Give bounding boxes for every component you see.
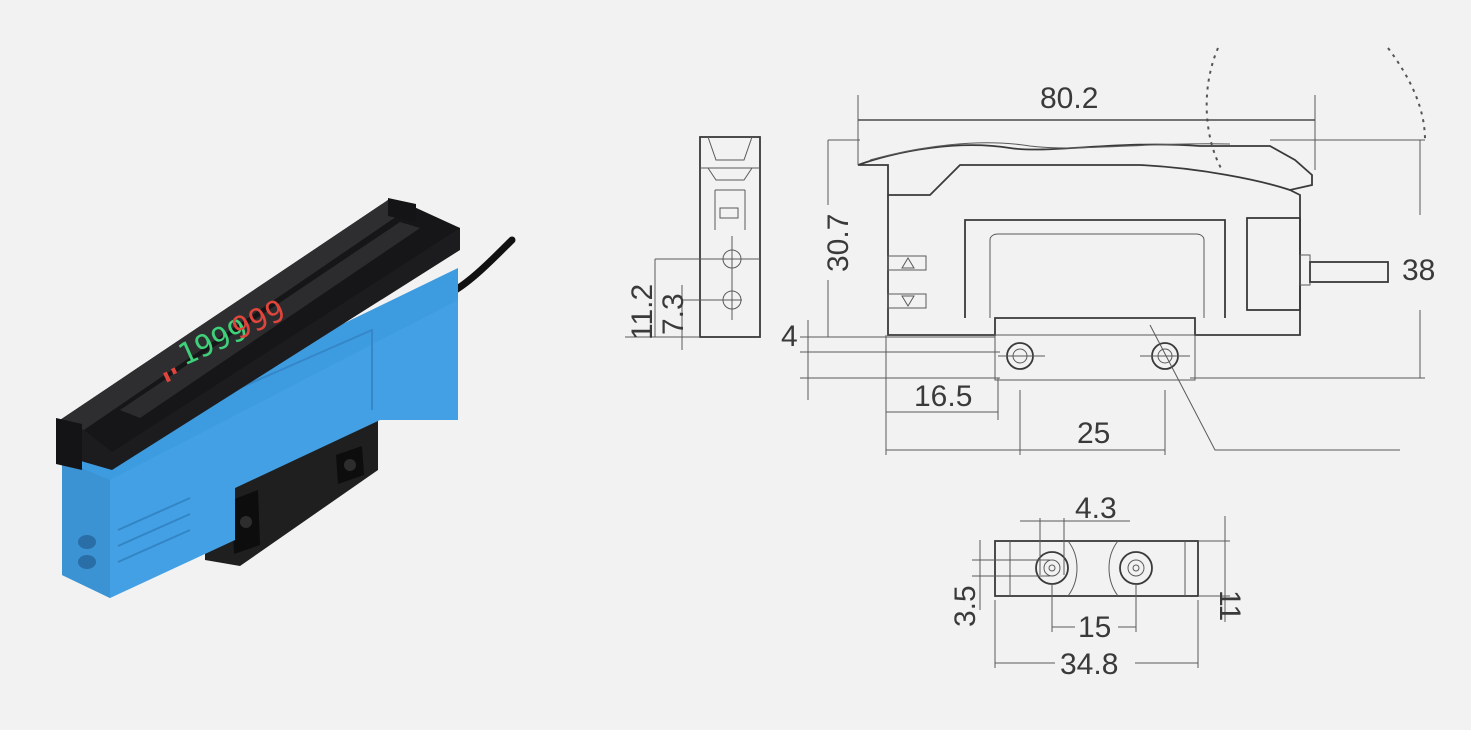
top-cover	[56, 198, 460, 470]
indicator-down	[887, 293, 927, 309]
dim-11: 11	[1213, 590, 1246, 621]
dim-16-5: 16.5	[914, 380, 972, 413]
dim-11-2: 11.2	[626, 284, 659, 340]
blue-housing	[62, 268, 458, 598]
cable	[448, 236, 516, 296]
cable-outline	[1309, 261, 1389, 283]
dim-3-5: 3.5	[949, 585, 982, 627]
base-hole-right	[1119, 551, 1153, 585]
dim-38: 38	[1402, 254, 1435, 287]
dim-4: 4	[781, 320, 798, 353]
fiber-amplifier-sensor-image: 1999 999	[56, 198, 516, 598]
dim-7-3: 7.3	[657, 293, 690, 335]
dim-4-3: 4.3	[1075, 492, 1117, 525]
base-hole-left	[1035, 551, 1069, 585]
dim-80-2: 80.2	[1040, 82, 1098, 115]
side-view-drawing: 11.2 7.3	[625, 136, 761, 350]
bottom-view-drawing: 4.3 3.5 11 15 34.8	[949, 492, 1246, 681]
dim-30-7: 30.7	[822, 214, 855, 272]
front-view-drawing: 80.2 30.7 38 4 16.5 25	[781, 47, 1435, 455]
dim-15: 15	[1078, 611, 1111, 644]
led-indicator	[163, 371, 171, 383]
dim-34-8: 34.8	[1060, 648, 1118, 681]
indicator-up	[887, 255, 927, 271]
dim-25: 25	[1077, 417, 1110, 450]
